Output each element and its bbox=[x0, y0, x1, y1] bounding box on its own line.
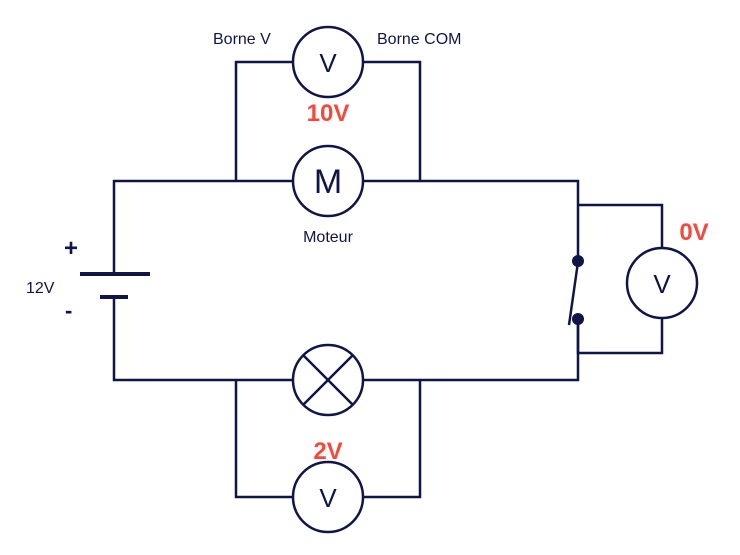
reading-switch: 0V bbox=[679, 219, 708, 246]
wire-voltmeter-switch-2 bbox=[576, 318, 664, 355]
wire-bottom-right bbox=[363, 319, 580, 382]
reading-motor: 10V bbox=[307, 100, 350, 127]
voltmeter-motor-symbol: V bbox=[319, 48, 337, 78]
lamp-cross-2 bbox=[302, 354, 354, 406]
voltmeter-switch bbox=[625, 246, 699, 320]
reading-lamp: 2V bbox=[313, 438, 342, 465]
switch-contact-bottom bbox=[572, 313, 584, 325]
wire-bottom-left bbox=[112, 297, 293, 382]
voltmeter-motor bbox=[291, 25, 365, 99]
wire-voltmeter-motor bbox=[234, 60, 293, 181]
wire-voltmeter-lamp-com bbox=[363, 380, 422, 499]
switch-contact-top bbox=[572, 255, 584, 267]
wire-voltmeter-lamp bbox=[234, 380, 293, 499]
wire-voltmeter-motor-com bbox=[363, 60, 422, 181]
label-moteur: Moteur bbox=[303, 229, 353, 246]
switch-lever bbox=[567, 261, 580, 326]
label-minus: - bbox=[65, 298, 72, 323]
motor bbox=[291, 144, 365, 218]
wire-voltmeter-switch bbox=[578, 203, 664, 248]
wire-top-left bbox=[112, 179, 293, 274]
label-borne-com: Borne COM bbox=[377, 31, 461, 48]
voltmeter-switch-symbol: V bbox=[653, 269, 671, 299]
wire-top-right bbox=[363, 179, 580, 261]
label-battery-voltage: 12V bbox=[26, 280, 55, 297]
label-borne-v: Borne V bbox=[213, 31, 271, 48]
label-plus: + bbox=[64, 235, 78, 262]
voltmeter-lamp-symbol: V bbox=[319, 483, 337, 513]
motor-symbol: M bbox=[314, 163, 342, 201]
voltmeter-lamp bbox=[291, 460, 365, 534]
